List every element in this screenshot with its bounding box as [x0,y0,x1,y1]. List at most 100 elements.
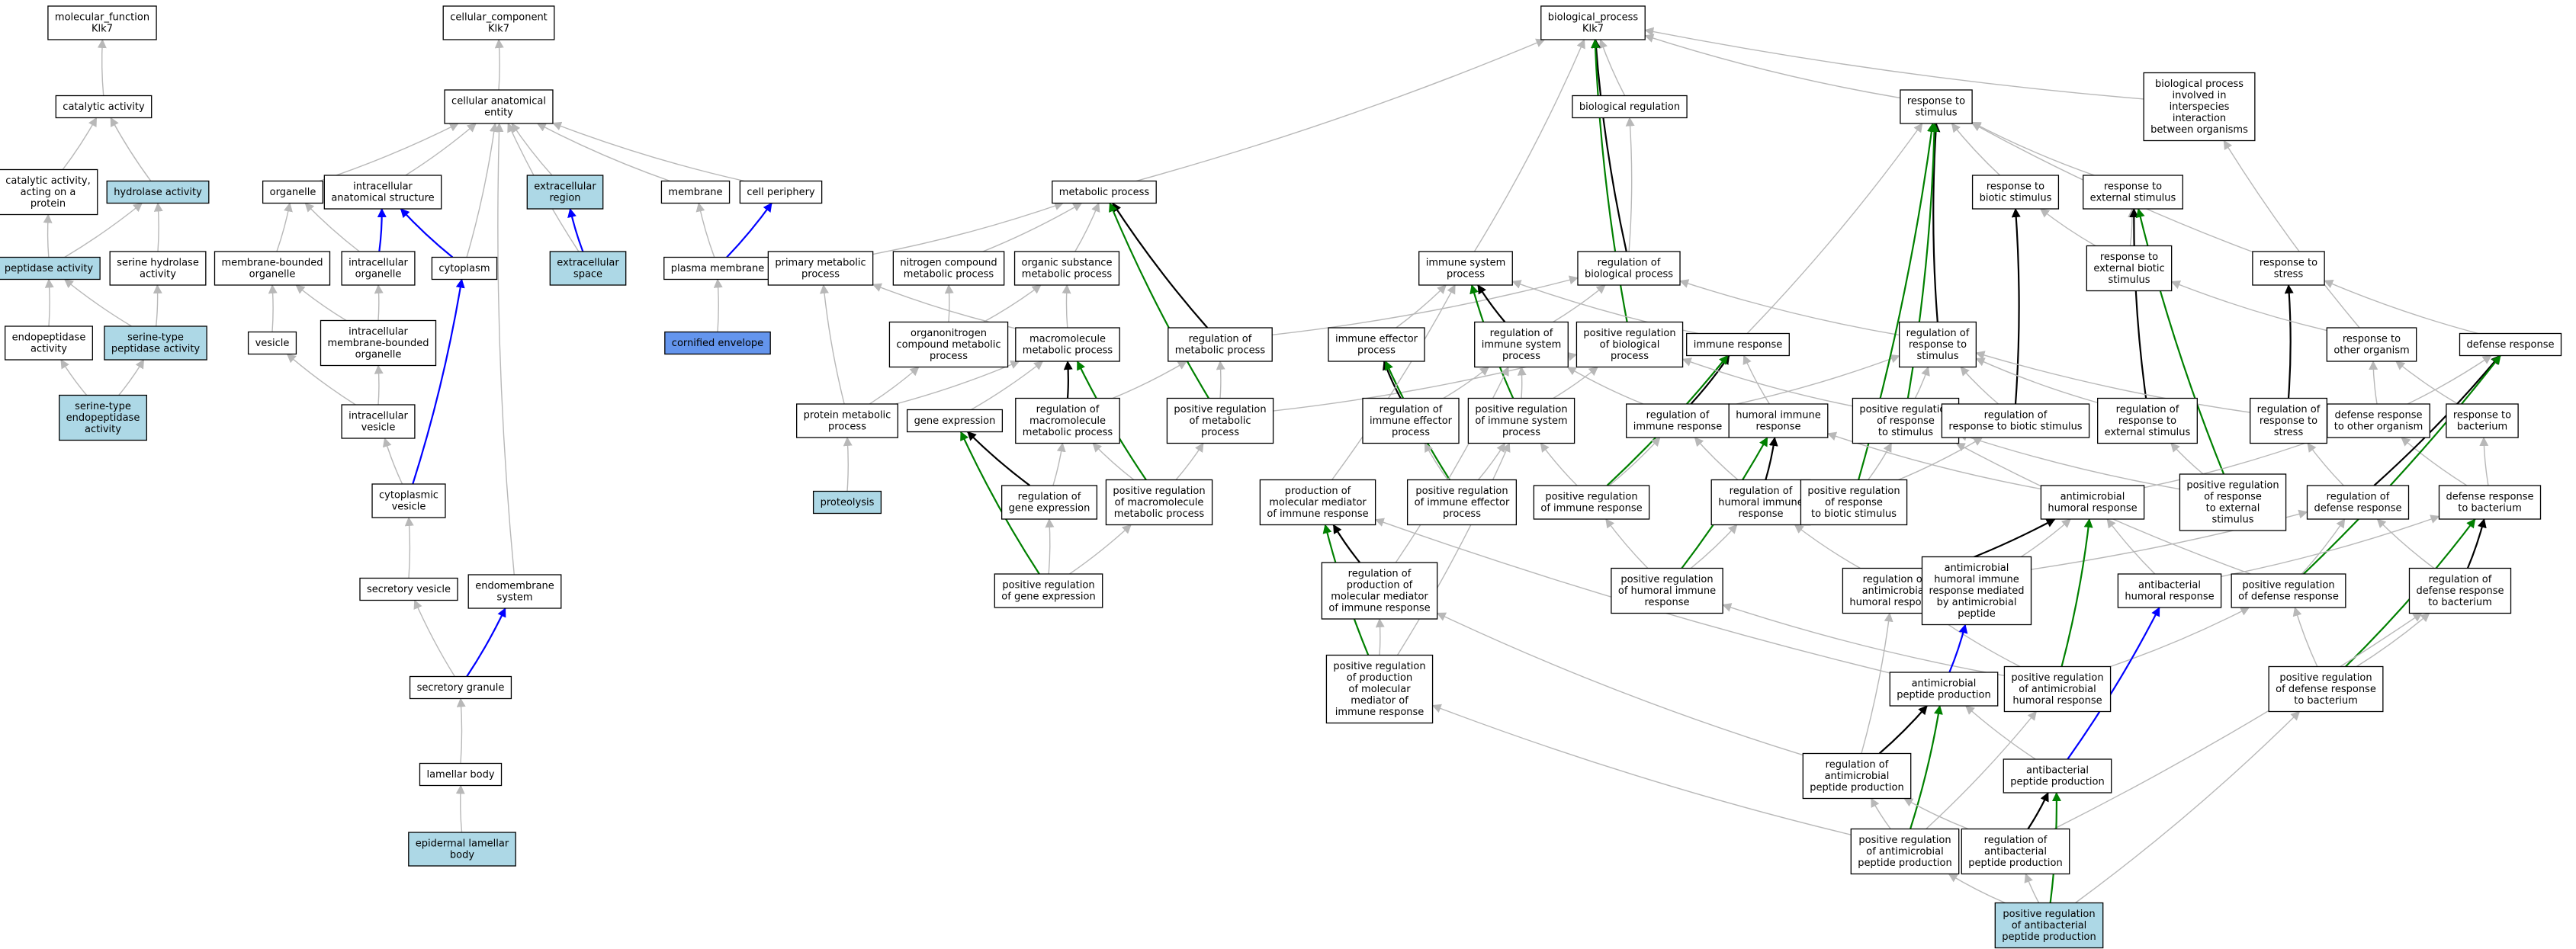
go-term-node-cornenv[interactable]: cornified envelope [664,331,771,355]
go-term-node-cellper[interactable]: cell periphery [739,180,823,204]
go-term-node-defresp[interactable]: defense response [2459,332,2562,357]
edge-is-a [1605,518,1649,569]
go-term-node-hydro[interactable]: hydrolase activity [106,180,210,204]
go-term-node-membrane[interactable]: membrane [660,180,731,204]
go-term-node-immresp[interactable]: immune response [1686,332,1790,357]
go-term-node-pept[interactable]: peptidase activity [0,256,101,281]
go-term-node-organelle[interactable]: organelle [262,180,324,204]
go-term-node-metab[interactable]: metabolic process [1052,180,1157,204]
go-term-node-cytoplasm[interactable]: cytoplasm [431,256,498,281]
go-term-node-lamel[interactable]: lamellar body [419,762,503,787]
go-term-node-secves[interactable]: secretory vesicle [359,577,458,601]
go-term-node-geneexp[interactable]: gene expression [906,409,1004,433]
go-term-node-vesicle[interactable]: vesicle [247,331,297,355]
go-term-node-proteolysis[interactable]: proteolysis [812,490,882,515]
go-term-node-secgran[interactable]: secretory granule [409,675,512,700]
edge-is-a [971,361,1044,411]
go-term-node-catact[interactable]: catalytic activity [55,95,153,119]
go-term-box [442,5,555,40]
go-term-node-plasmamem[interactable]: plasma membrane [663,256,772,281]
go-term-node-biorg[interactable]: biological regulation [1572,95,1688,119]
